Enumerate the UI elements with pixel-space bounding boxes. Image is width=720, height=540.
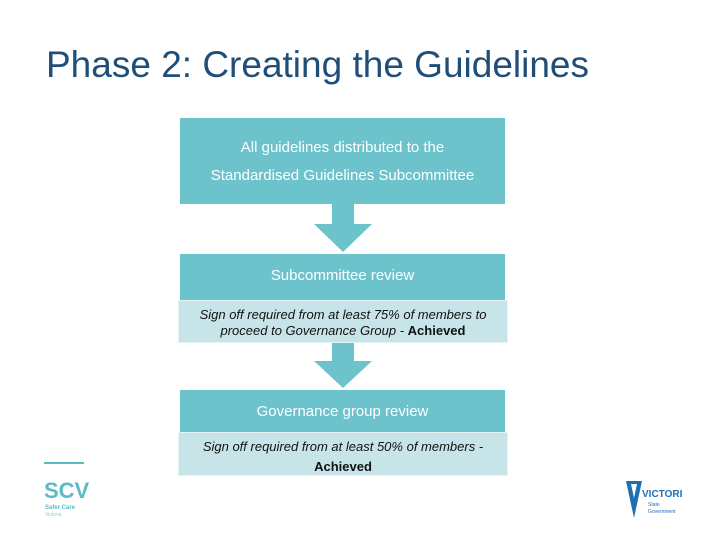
scv-line1: Safer Care: [45, 505, 76, 511]
vic-line1: State: [648, 502, 660, 508]
safer-care-victoria-logo: SCV Safer Care Victoria: [44, 462, 90, 518]
step1-line2: Standardised Guidelines Subcommittee: [210, 167, 475, 184]
step3-label: Governance group review: [256, 403, 429, 420]
step3-note-text: Sign off required from at least 50% of m…: [202, 439, 484, 454]
step2-note-line1: Sign off required from at least 75% of m…: [199, 307, 487, 322]
step2-label: Subcommittee review: [270, 267, 415, 284]
step1-box: All guidelines distributed to the Standa…: [180, 118, 505, 204]
vic-name: VICTORIA: [642, 489, 682, 500]
page-title: Phase 2: Creating the Guidelines: [46, 44, 590, 85]
down-arrow-2: [314, 343, 372, 388]
step2-box: Subcommittee review: [180, 254, 505, 300]
step1-line1: All guidelines distributed to the: [240, 139, 445, 156]
step2-note-line2-text: proceed to Governance Group -: [220, 323, 408, 338]
down-arrow-1: [314, 204, 372, 252]
scv-line2: Victoria: [45, 512, 62, 518]
step2-status: Achieved: [407, 323, 466, 338]
vic-line2: Government: [648, 509, 676, 515]
scv-mark: SCV: [44, 478, 90, 503]
step3-status: Achieved: [314, 459, 372, 474]
step3-note: Sign off required from at least 50% of m…: [178, 432, 508, 476]
victoria-state-government-logo: VICTORIA State Government: [626, 481, 682, 518]
step3-box: Governance group review: [180, 390, 505, 432]
step2-note: Sign off required from at least 75% of m…: [178, 300, 508, 343]
step2-note-line2: proceed to Governance Group - Achieved: [179, 323, 507, 339]
